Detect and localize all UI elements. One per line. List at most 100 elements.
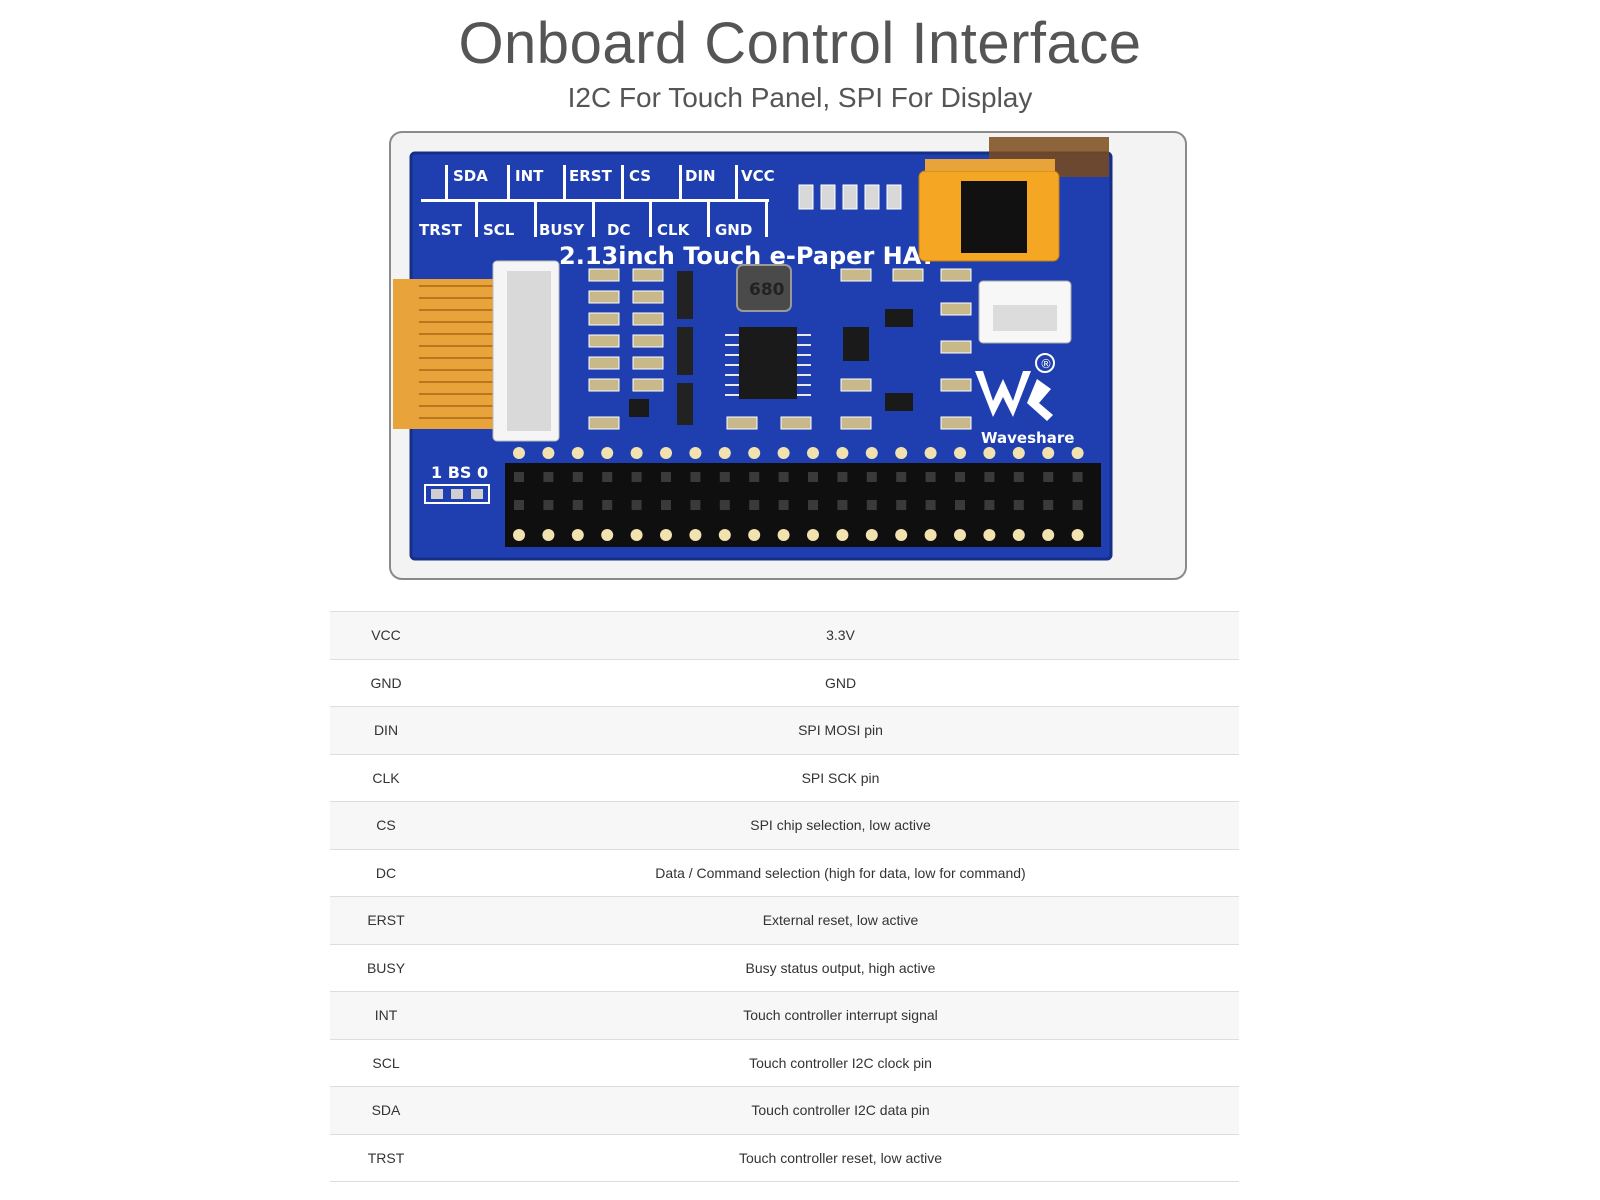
bs-label: 1 BS 0 [431,463,488,482]
header-pin [895,447,908,459]
header-pin [513,529,525,541]
inductor-label: 680 [749,280,785,300]
header-pin [718,529,731,541]
header-pin [924,447,937,459]
header-pin [748,447,761,459]
header-pin [1042,447,1055,459]
header-pin [718,447,731,459]
pcb-label-sda: SDA [453,167,488,185]
pcb-label-erst: ERST [569,167,613,185]
pin-name-cell: DC [330,848,442,897]
header-pin [513,447,525,459]
header-pin [572,500,583,510]
header-pin [1072,500,1083,510]
header-pin [1072,472,1083,482]
header-pin [514,500,524,510]
pcb-label-dc: DC [607,221,630,239]
pin-name-cell: SCL [330,1038,442,1087]
pin-description-cell: SPI chip selection, low active [442,801,1239,849]
pin-description-cell: Touch controller interrupt signal [442,991,1239,1039]
header-pin [1071,447,1084,459]
pin-name-cell: INT [330,991,442,1039]
pin-description-cell: Data / Command selection (high for data,… [442,848,1239,897]
header-pin [689,529,702,541]
pin-description-cell: Touch controller I2C clock pin [442,1038,1239,1087]
gpio-header [505,463,1101,547]
pin-name-cell: ERST [330,896,442,944]
header-pin [571,447,584,459]
header-pin [954,529,966,541]
header-pin [630,447,643,459]
header-pin [808,472,818,482]
header-pin [661,472,671,482]
pin-name-cell: TRST [330,1133,442,1182]
pin-label-strip [421,165,769,237]
header-pin [602,472,613,482]
header-pin [749,500,760,510]
header-pin [924,529,937,541]
header-pin [1013,472,1024,482]
header-pin [1013,500,1024,510]
header-pin [661,500,671,510]
header-pin [837,472,848,482]
board-photo: SDA INT ERST CS DIN VCC TRST SCL BUSY DC… [389,131,1188,581]
header-pin [955,500,965,510]
header-pin [955,472,965,482]
pin-description-cell: SPI MOSI pin [442,706,1239,754]
waveshare-logo: ® Waveshare [975,353,1074,447]
header-pin [866,500,877,510]
header-pin [749,472,760,482]
header-pin [631,472,642,482]
header-pin [1042,529,1055,541]
header-pin [837,500,848,510]
header-pin [778,500,789,510]
pin-name-cell: BUSY [330,943,442,992]
pcb-label-gnd: GND [715,221,752,239]
pcb-label-vcc: VCC [741,167,775,185]
pin-description-cell: 3.3V [442,611,1239,659]
fpc-cable [393,279,497,429]
header-pin [542,529,555,541]
pin-name-cell: DIN [330,706,442,754]
header-pin [895,529,908,541]
header-pin [1012,529,1025,541]
header-pin [778,472,789,482]
header-pin [631,500,642,510]
header-pin [601,447,614,459]
header-pin [690,472,701,482]
registered-mark: ® [1040,357,1052,371]
header-pin [690,500,701,510]
header-pin [807,447,819,459]
header-pin [660,529,672,541]
header-pin [983,529,996,541]
header-pin [630,529,643,541]
pcb-label-int: INT [515,167,544,185]
header-pin [808,500,818,510]
header-pin [660,447,672,459]
header-pin [719,472,730,482]
driver-ic [739,327,797,399]
header-pin [925,472,936,482]
header-pin [836,529,849,541]
header-pin [777,529,790,541]
page-subtitle: I2C For Touch Panel, SPI For Display [567,82,1033,113]
page-title: Onboard Control Interface [458,11,1142,76]
header-pin [984,472,995,482]
pin-name-cell: SDA [330,1086,442,1134]
pin-description-cell: SPI SCK pin [442,753,1239,802]
pin-description-cell: External reset, low active [442,896,1239,944]
header-pin [689,447,702,459]
header-pin [543,500,554,510]
header-pin [807,529,819,541]
header-pin [865,529,878,541]
pin-name-cell: GND [330,658,442,707]
